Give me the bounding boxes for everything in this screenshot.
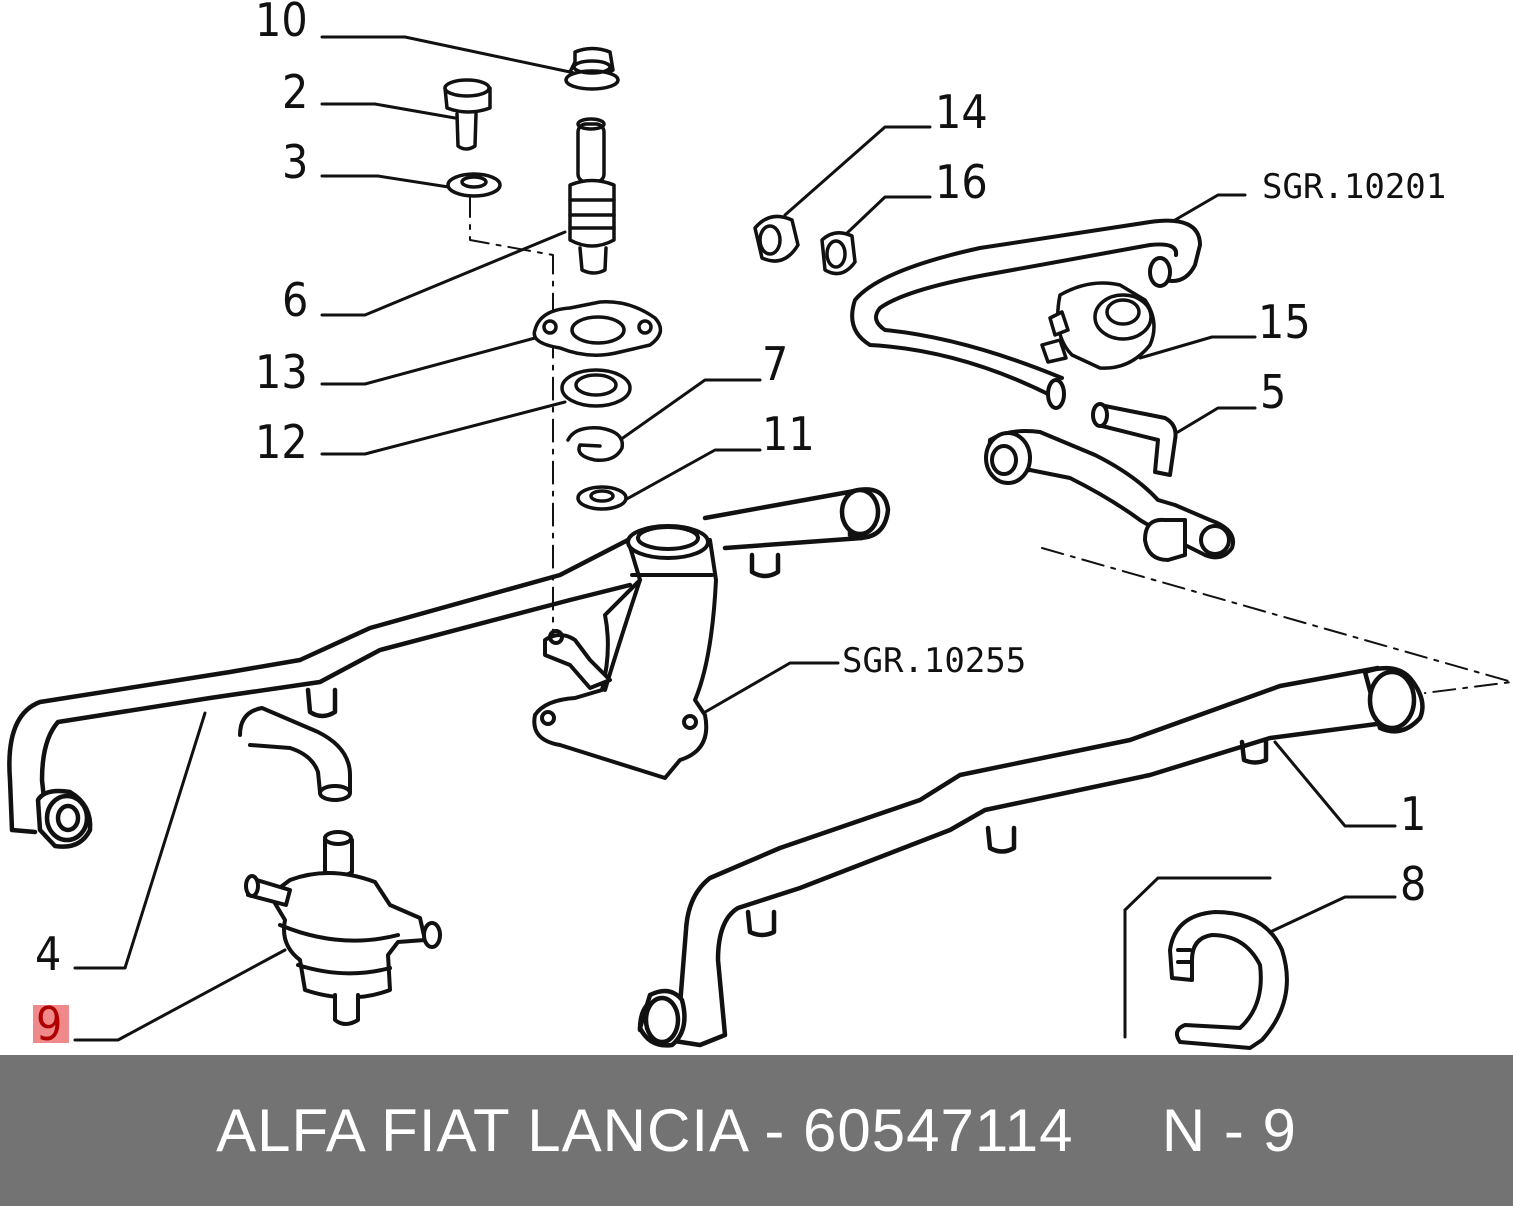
bolt-2 [443, 78, 492, 151]
axis-hose [1041, 547, 1513, 694]
sleeve-16 [820, 231, 857, 276]
callout-labels: 10 2 3 6 13 12 7 11 14 16 15 5 1 8 4 9 S… [33, 0, 1446, 1051]
diagram-ref-text: N - 9 [1161, 1097, 1297, 1164]
leader-14 [783, 125, 932, 217]
ring-11 [576, 485, 628, 511]
part-number-banner: ALFA FIAT LANCIA - 60547114 N - 9 [0, 1055, 1513, 1206]
callout-1: 1 [1400, 787, 1426, 841]
leader-9 [73, 948, 287, 1042]
callout-6: 6 [282, 273, 308, 327]
leader-2 [320, 102, 457, 120]
nut-14 [753, 214, 800, 263]
leader-3 [320, 174, 457, 190]
callout-3: 3 [282, 135, 308, 189]
upper-hose [850, 218, 1202, 410]
callout-16: 16 [935, 155, 988, 209]
callout-2: 2 [282, 65, 308, 119]
assembly-lines [469, 194, 1513, 694]
banner-gap [1074, 1096, 1162, 1165]
pipe-5 [984, 402, 1235, 562]
pipe-1 [637, 665, 1425, 1048]
elbow-hose [238, 706, 352, 802]
callout-10: 10 [255, 0, 308, 47]
thermostat-body [532, 524, 718, 780]
leader-16 [843, 195, 932, 237]
callout-14: 14 [935, 85, 988, 139]
callout-11: 11 [762, 407, 815, 461]
sensor-6 [568, 117, 616, 275]
bracket-8-top [1123, 876, 1272, 912]
leader-10 [320, 35, 572, 74]
regulator-9 [244, 830, 442, 1026]
leader-8 [1266, 895, 1397, 935]
callout-13: 13 [255, 345, 308, 399]
exploded-parts-diagram: 10 2 3 6 13 12 7 11 14 16 15 5 1 8 4 9 S… [7, 0, 1513, 1051]
callout-5: 5 [1260, 365, 1286, 419]
callout-8: 8 [1400, 857, 1426, 911]
pipe-4 [7, 487, 891, 849]
callout-12: 12 [255, 415, 308, 469]
callout-9-highlight [33, 1005, 69, 1043]
leader-sgr-top [1173, 193, 1247, 222]
leader-15 [1138, 335, 1257, 360]
axis-bolt [469, 194, 554, 636]
callout-15: 15 [1258, 295, 1311, 349]
clip-7 [566, 426, 625, 462]
callout-4: 4 [35, 927, 61, 981]
bracket-8 [1168, 910, 1289, 1050]
washer-3 [446, 172, 502, 198]
ref-sgr-10255: SGR.10255 [842, 641, 1026, 681]
part-number-text: ALFA FIAT LANCIA - 60547114 [216, 1097, 1074, 1164]
leader-sgr-mid [698, 661, 840, 717]
gasket-13 [532, 300, 663, 357]
regulator-15 [1040, 281, 1156, 370]
leader-lines [73, 35, 1397, 1042]
leader-11 [623, 448, 762, 502]
leader-12 [320, 400, 567, 456]
leader-13 [320, 336, 537, 386]
callout-7: 7 [762, 337, 788, 391]
leader-6 [320, 230, 567, 317]
callout-9: 9 [36, 997, 62, 1051]
cap-10 [564, 46, 620, 91]
ref-sgr-10201: SGR.10201 [1262, 167, 1446, 207]
leader-7 [618, 378, 762, 442]
ring-12 [560, 368, 632, 408]
leader-4 [73, 711, 207, 970]
leader-1 [1273, 740, 1397, 828]
leader-5 [1176, 406, 1257, 434]
